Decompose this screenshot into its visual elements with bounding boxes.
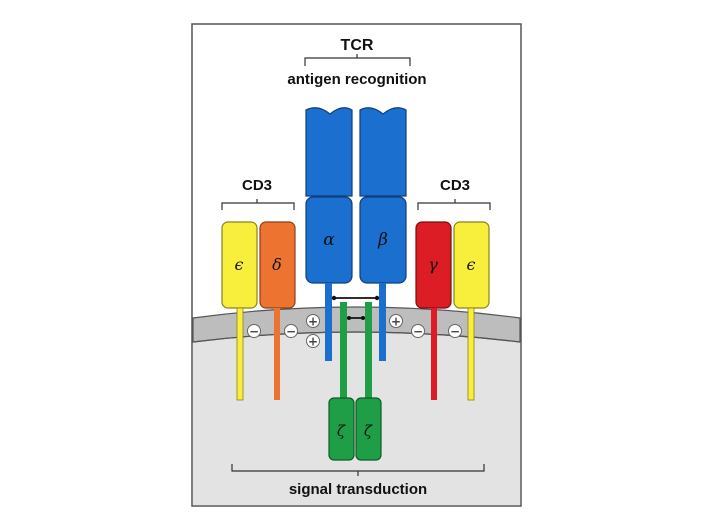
- epsilon-right-transmembrane: [467, 307, 475, 401]
- zeta-homodimer: ζ ζ: [328, 302, 382, 461]
- alpha-label: α: [323, 230, 335, 250]
- signal-transduction-bracket: [231, 464, 485, 476]
- positive-charge-circle: [306, 334, 320, 348]
- epsilon-left-label: ϵ: [235, 255, 244, 274]
- epsilon-right-label: ϵ: [467, 255, 476, 274]
- tcr-label: TCR: [341, 37, 374, 54]
- cd3-epsilon-left-chain: ϵ: [221, 221, 258, 401]
- negative-charge: −: [413, 325, 423, 339]
- charges: − − + + + − −: [247, 314, 462, 349]
- negative-charge-circle: [411, 324, 425, 338]
- alpha-variable-domain: [305, 107, 353, 197]
- negative-charge-circle: [284, 324, 298, 338]
- delta-label: δ: [272, 255, 282, 274]
- beta-variable-domain: [359, 107, 407, 197]
- cd3-gamma-chain: γ: [415, 221, 452, 400]
- zeta-right-transmembrane: [365, 302, 372, 402]
- beta-label: β: [377, 230, 388, 250]
- zeta-right-domain: [355, 397, 382, 461]
- positive-charge: +: [308, 335, 318, 349]
- zeta-left-label: ζ: [337, 422, 346, 440]
- positive-charge-circle: [389, 314, 403, 328]
- cd3-right-label: CD3: [440, 177, 470, 194]
- delta-transmembrane: [274, 308, 280, 400]
- gamma-label: γ: [428, 255, 438, 274]
- positive-charge-circle: [306, 314, 320, 328]
- alpha-transmembrane: [325, 283, 332, 361]
- zeta-left-domain: [328, 397, 355, 461]
- negative-charge-circle: [247, 324, 261, 338]
- negative-charge: −: [450, 325, 460, 339]
- disulfide-dot: [374, 295, 380, 301]
- membrane-lower-edge: [192, 331, 521, 343]
- tcr-beta-chain: β: [359, 107, 407, 361]
- cd3-right-bracket: [417, 199, 491, 210]
- beta-transmembrane: [379, 283, 386, 361]
- cd3-epsilon-right-chain: ϵ: [453, 221, 490, 401]
- negative-charge: −: [249, 325, 259, 339]
- antigen-recognition-label: antigen recognition: [287, 71, 426, 88]
- negative-charge: −: [286, 325, 296, 339]
- cd3-left-label: CD3: [242, 177, 272, 194]
- cd3-delta-chain: δ: [259, 221, 296, 400]
- disulfide-dot: [331, 295, 337, 301]
- positive-charge: +: [308, 315, 318, 329]
- positive-charge: +: [391, 315, 401, 329]
- signal-transduction-label: signal transduction: [289, 481, 427, 498]
- tcr-alpha-chain: α: [305, 107, 353, 361]
- disulfide-dot: [361, 316, 365, 320]
- negative-charge-circle: [448, 324, 462, 338]
- cd3-left-bracket: [221, 199, 295, 210]
- gamma-transmembrane: [431, 308, 437, 400]
- zeta-left-transmembrane: [340, 302, 347, 402]
- zeta-right-label: ζ: [364, 422, 373, 440]
- epsilon-left-transmembrane: [236, 307, 244, 401]
- disulfide-dot: [347, 316, 351, 320]
- tcr-bracket: [304, 54, 411, 66]
